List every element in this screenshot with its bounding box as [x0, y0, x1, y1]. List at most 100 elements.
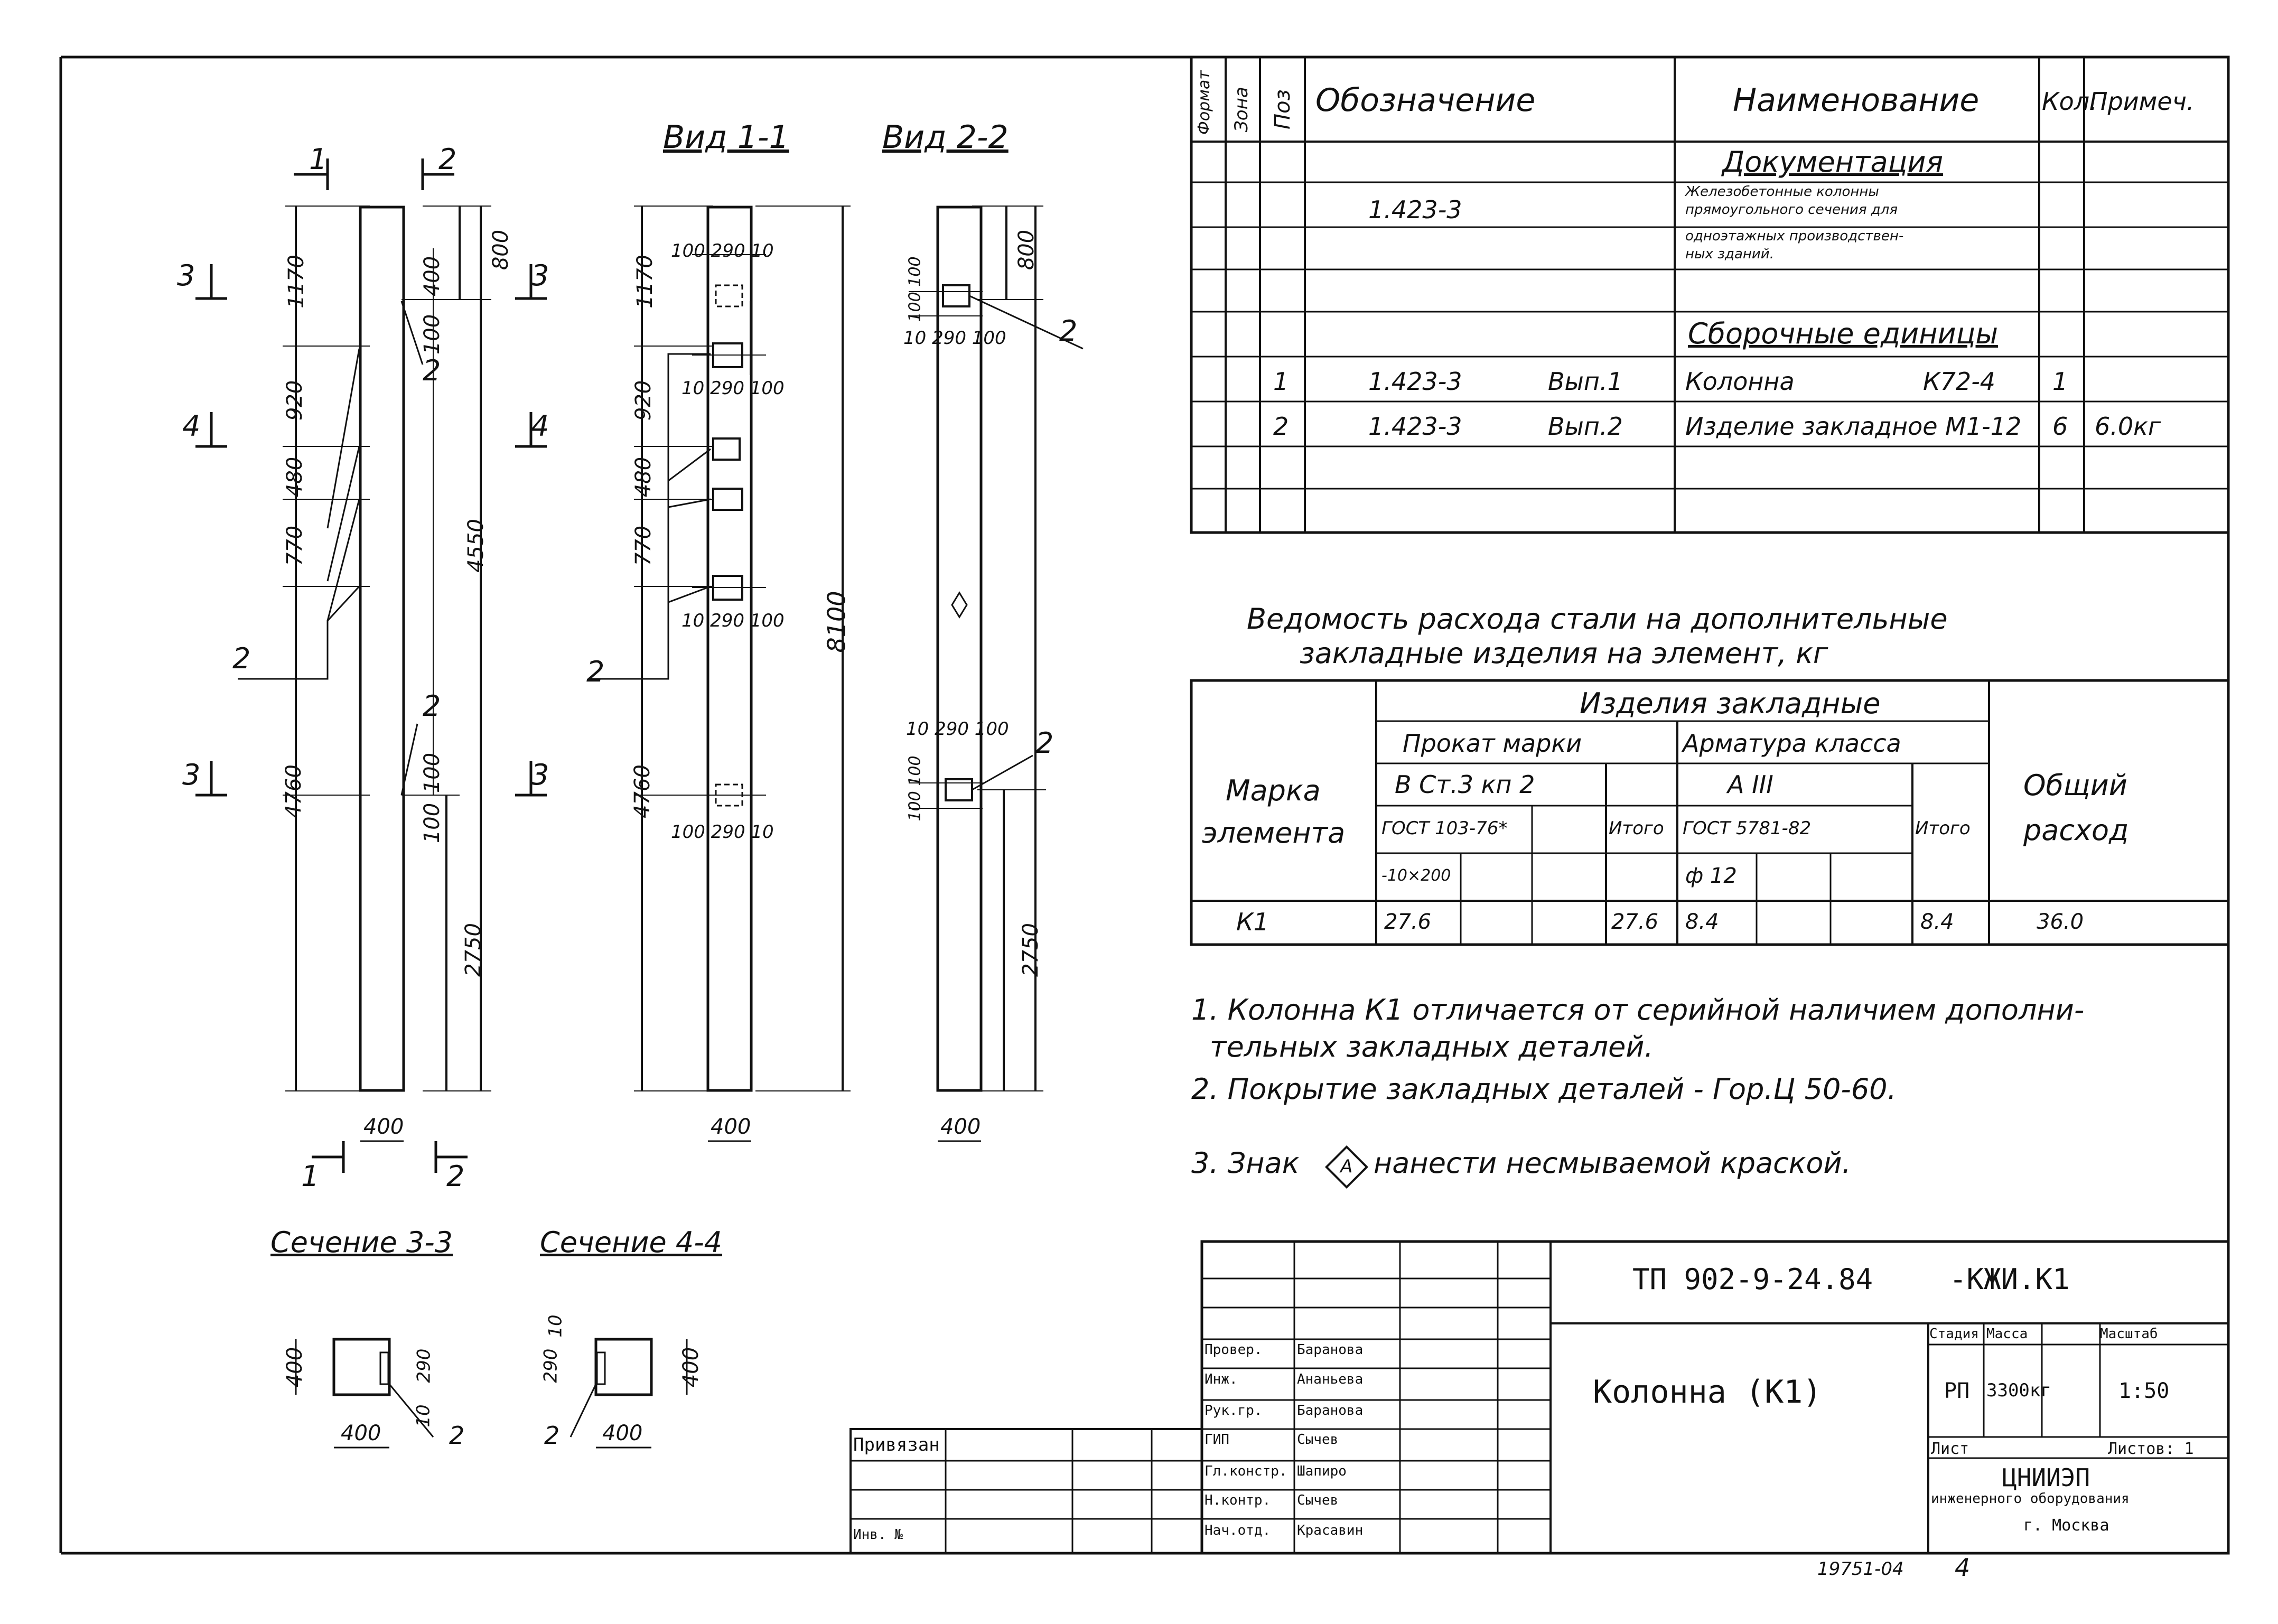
- spec-section-assembly: Сборочные единицы: [1688, 317, 1999, 350]
- dim-1170-left: 1170: [284, 255, 309, 309]
- leader-label-2-left-lower: 2: [423, 689, 441, 723]
- dim-10-290-100-right-top: 10 290 100: [903, 328, 1006, 349]
- sec33-dim-10: 10: [413, 1404, 434, 1427]
- dim-10-290-100-b: 10 290 100: [681, 610, 785, 631]
- archive-number: 19751-04: [1817, 1558, 1904, 1580]
- spec-row2-designation: 1.423-3: [1368, 412, 1462, 441]
- section-4-4-title: Сечение 4-4: [540, 1226, 723, 1259]
- steel-row-v1: 27.6: [1384, 910, 1432, 934]
- section-mark-1-bottom: 1: [301, 1160, 320, 1193]
- title-stage-value: РП: [1944, 1379, 1970, 1403]
- steel-itogo2-h: Итого: [1915, 818, 1971, 839]
- spec-doc-name-line3: одноэтажных производствен-: [1685, 228, 1904, 244]
- role-1-name: Ананьева: [1297, 1371, 1364, 1387]
- sec33-dim-290: 290: [413, 1348, 435, 1383]
- steel-h-total-line2: расход: [2023, 814, 2129, 847]
- view-1-1-title: Вид 1-1: [663, 119, 789, 156]
- steel-h-total-line1: Общий: [2023, 769, 2127, 802]
- section-mark-3-upper-left: 3: [177, 259, 195, 292]
- spec-row2-qty: 6: [2052, 412, 2068, 441]
- dim-480-left: 480: [283, 456, 307, 498]
- leader-label-2-right-lower: 2: [1035, 726, 1054, 760]
- title-org-3: г. Москва: [2023, 1516, 2109, 1535]
- spec-header-designation: Обозначение: [1315, 82, 1536, 119]
- role-0: Провер.: [1205, 1342, 1263, 1358]
- dim-920-mid: 920: [631, 380, 656, 421]
- steel-itogo1-h: Итого: [1609, 818, 1664, 839]
- page-number: 4: [1955, 1553, 1971, 1582]
- spec-header-note: Примеч.: [2089, 87, 2195, 116]
- dim-770-left: 770: [283, 525, 307, 566]
- spec-row2-name: Изделие закладное М1-12: [1685, 412, 2022, 441]
- spec-doc-name-line2: прямоугольного сечения для: [1685, 202, 1898, 218]
- spec-row2-pos: 2: [1273, 412, 1289, 441]
- role-2: Рук.гр.: [1205, 1403, 1263, 1418]
- title-code: ТП 902-9-24.84: [1632, 1263, 1873, 1296]
- steel-title-line2: закладные изделия на элемент, кг: [1300, 637, 1828, 670]
- steel-rebar-class: А III: [1728, 770, 1773, 799]
- section-mark-4-left: 4: [182, 409, 201, 443]
- steel-row-total: 36.0: [2037, 910, 2084, 934]
- dim-400-base-right: 400: [940, 1115, 981, 1139]
- steel-row-itogo1: 27.6: [1611, 910, 1659, 934]
- spec-doc-name-line4: ных зданий.: [1685, 246, 1774, 262]
- dim-100-100-right-bottom: 100 100: [905, 755, 925, 822]
- role-6: Нач.отд.: [1205, 1523, 1271, 1538]
- steel-h-mark-line1: Марка: [1226, 774, 1321, 807]
- sec44-dim-10: 10: [545, 1314, 566, 1338]
- section-mark-3-upper-right: 3: [531, 259, 549, 292]
- sec44-dim-290: 290: [540, 1348, 562, 1383]
- dim-4760-mid: 4760: [630, 764, 655, 818]
- dim-400-left: 400: [420, 256, 445, 297]
- role-3: ГИП: [1205, 1432, 1229, 1448]
- steel-size2: ф 12: [1685, 864, 1737, 888]
- role-4: Гл.констр.: [1205, 1463, 1287, 1479]
- section-3-3-title: Сечение 3-3: [270, 1226, 453, 1259]
- note-2: 2. Покрытие закладных деталей - Гор.Ц 50…: [1191, 1072, 1897, 1106]
- steel-row-v2: 8.4: [1685, 910, 1719, 934]
- role-0-name: Баранова: [1297, 1342, 1364, 1358]
- title-scale-value: 1:50: [2118, 1379, 2170, 1403]
- leader-label-2-right-upper: 2: [1059, 314, 1078, 348]
- role-2-name: Баранова: [1297, 1403, 1364, 1418]
- spec-header-qty: Кол.: [2042, 87, 2097, 116]
- dim-100-left-b: 100: [420, 752, 445, 794]
- title-scale-header: Масштаб: [2100, 1326, 2158, 1342]
- title-org-1: ЦНИИЭП: [2002, 1463, 2090, 1492]
- dim-400-base-left: 400: [363, 1115, 404, 1139]
- spec-row1-issue: Вып.1: [1548, 367, 1623, 396]
- dim-1170-mid: 1170: [632, 255, 657, 309]
- dim-100-100-right-top: 100 100: [905, 256, 925, 322]
- spec-row1-name: Колонна: [1685, 367, 1795, 396]
- inv-label: Инв. №: [853, 1527, 903, 1543]
- section-mark-1-top: 1: [309, 143, 328, 176]
- title-sheet: Лист: [1931, 1440, 1969, 1458]
- dim-100-290-10-bottom: 100 290 10: [671, 822, 774, 843]
- steel-h-products: Изделия закладные: [1580, 687, 1881, 720]
- sec33-dim-400-v: 400: [283, 1347, 307, 1388]
- role-4-name: Шапиро: [1297, 1463, 1347, 1479]
- sec44-leader-2: 2: [544, 1421, 560, 1450]
- leader-label-2-left-upper: 2: [423, 354, 441, 387]
- spec-row1-qty: 1: [2052, 367, 2068, 396]
- title-code-suffix: -КЖИ.К1: [1949, 1263, 2070, 1296]
- spec-section-docs: Документация: [1722, 145, 1943, 179]
- dim-920-left: 920: [283, 380, 307, 421]
- note-3-pre: 3. Знак: [1191, 1146, 1300, 1180]
- note-3-post: нанести несмываемой краской.: [1374, 1146, 1851, 1180]
- spec-doc-name-line1: Железобетонные колонны: [1685, 184, 1879, 200]
- section-mark-4-right: 4: [531, 409, 549, 443]
- dim-4550-left: 4550: [463, 519, 488, 573]
- spec-header-name: Наименование: [1733, 82, 1980, 119]
- section-mark-2-top: 2: [438, 143, 457, 176]
- steel-h-mark-line2: элемента: [1202, 816, 1346, 850]
- role-3-name: Сычев: [1297, 1432, 1339, 1448]
- title-mass-header: Масса: [1986, 1326, 2028, 1342]
- steel-gost1: ГОСТ 103-76*: [1381, 818, 1508, 839]
- title-org-2: инженерного оборудования: [1931, 1491, 2130, 1507]
- note-1-line1: 1. Колонна К1 отличается от серийной нал…: [1191, 993, 2085, 1026]
- title-stage-header: Стадия: [1929, 1326, 1979, 1342]
- dim-100-left: 100: [420, 314, 445, 355]
